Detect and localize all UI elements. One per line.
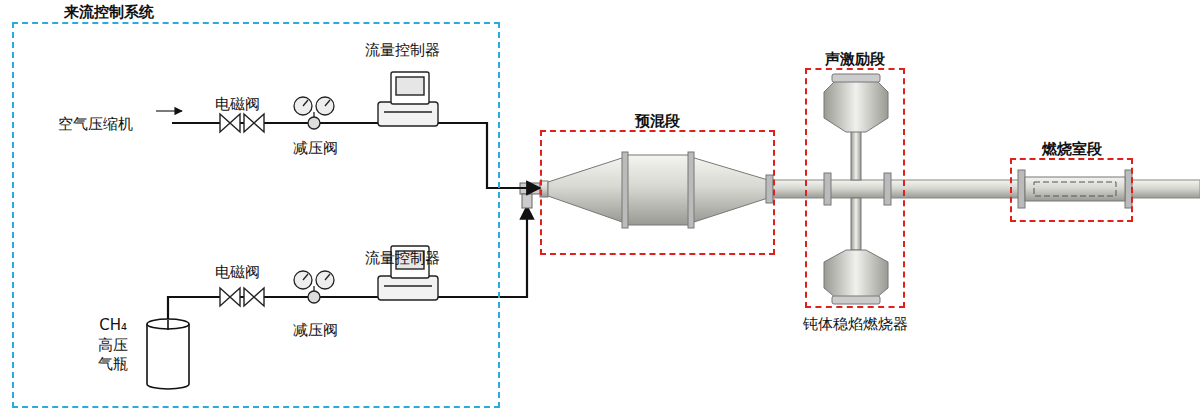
gas-cylinder — [147, 319, 189, 389]
section-heading: 声激励段 — [825, 50, 885, 68]
section-heading: 燃烧室段 — [1042, 140, 1102, 158]
main-tube — [773, 180, 1200, 198]
inlet-stub — [522, 194, 532, 208]
section-heading: 预混段 — [635, 112, 680, 130]
dashed-region: 预混段 — [540, 130, 775, 255]
air-pipe — [172, 123, 500, 188]
solenoid-valve — [220, 114, 264, 132]
component-label: 减压阀 — [293, 139, 338, 157]
component-label: 流量控制器 — [365, 41, 440, 59]
dashed-region: 声激励段钝体稳焰燃烧器 — [805, 68, 905, 308]
solenoid-valve — [220, 288, 264, 306]
flow-arrow — [156, 110, 182, 111]
component-name: 钝体稳焰燃烧器 — [803, 315, 908, 333]
component-label: 电磁阀 — [215, 263, 260, 281]
loudspeaker — [824, 74, 891, 304]
cylinder-label: CH₄ 高压 气瓶 — [94, 316, 132, 375]
supply-pipe — [500, 187, 540, 189]
dashed-region: 燃烧室段 — [1010, 158, 1133, 222]
component-label: 流量控制器 — [365, 249, 440, 267]
system-heading: 来流控制系统 — [64, 3, 154, 21]
flow-controller — [378, 72, 438, 126]
gas-pipe — [168, 206, 527, 320]
pressure-reducing-valve — [294, 271, 334, 303]
dashed-region: 来流控制系统 — [12, 22, 500, 408]
component-label: 电磁阀 — [215, 95, 260, 113]
component-label: 空气压缩机 — [58, 115, 133, 133]
premix-chamber — [540, 152, 773, 228]
combustion-chamber — [1018, 170, 1132, 208]
pressure-reducing-valve — [294, 97, 334, 129]
component-label: 减压阀 — [293, 321, 338, 339]
